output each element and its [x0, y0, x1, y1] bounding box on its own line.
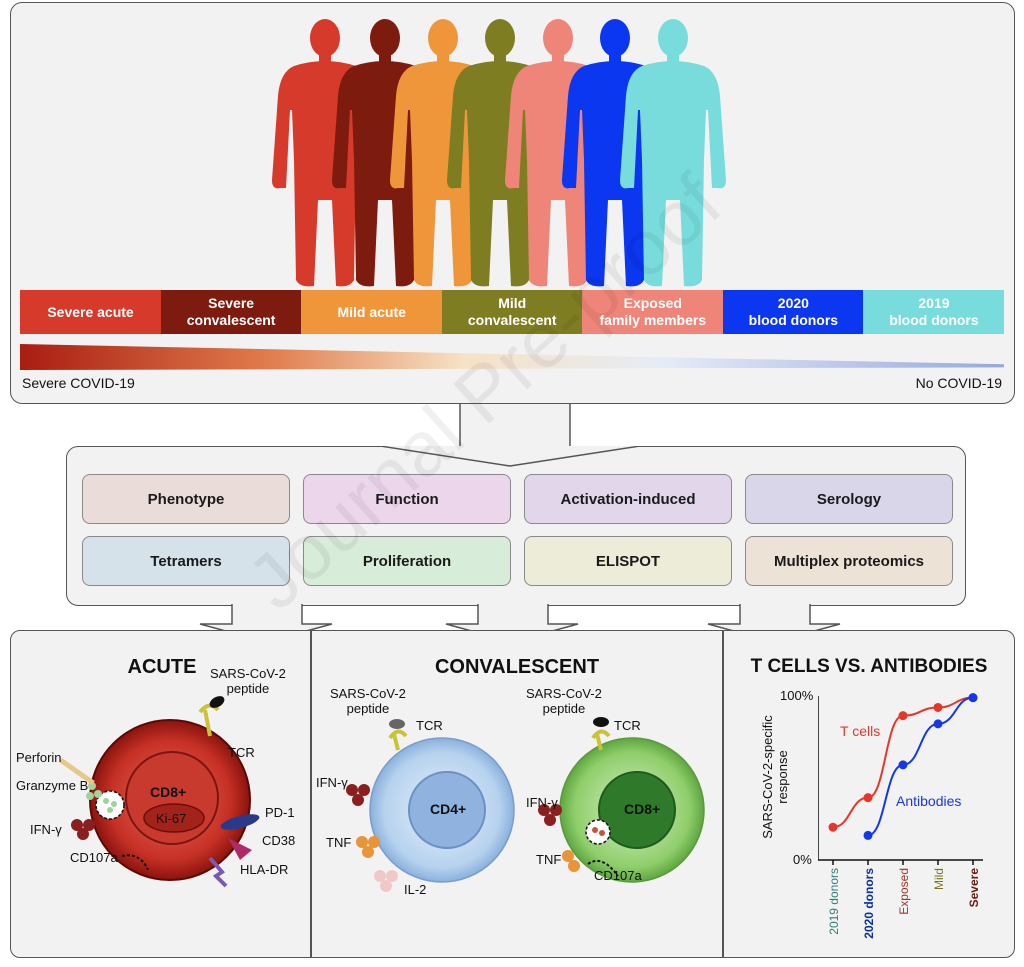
data-point — [968, 693, 978, 703]
series-label: T cells — [840, 723, 880, 739]
acute-title: ACUTE — [127, 656, 197, 678]
conv-cd4-tnf-label: TNF — [326, 835, 352, 850]
acute-cd8-cell — [59, 696, 260, 888]
conv-il2-label: IL-2 — [404, 882, 427, 897]
connector-arrow — [380, 446, 640, 467]
series-label: Antibodies — [896, 793, 961, 809]
gradient-right-label: No COVID-19 — [915, 375, 1002, 391]
conv-cd4-ifng-label: IFN-γ — [316, 775, 348, 790]
divider — [310, 631, 312, 957]
acute-perforin-label: Perforin — [16, 750, 62, 765]
conv-cd8-tnf-label: TNF — [536, 852, 562, 867]
convalescent-cells — [346, 717, 705, 892]
cd8-label: CD8+ — [624, 801, 661, 817]
x-tick-label: 2020 donors — [862, 868, 876, 939]
acute-cd8-label: CD8+ — [150, 784, 187, 800]
convalescent-title: CONVALESCENT — [434, 656, 600, 678]
gradient-left-label: Severe COVID-19 — [22, 375, 135, 391]
cohort-band: 2019 blood donors — [863, 290, 1005, 334]
data-point — [863, 793, 873, 803]
divider — [722, 631, 724, 957]
assay-box: Multiplex proteomics — [745, 536, 953, 586]
assay-box: Activation-induced — [524, 474, 732, 524]
ytick-100: 100% — [780, 688, 814, 703]
conv-cd4-tcr-label: TCR — [416, 718, 443, 733]
people-silhouettes — [272, 19, 726, 287]
tcells-antibodies-chart: 2019 donors 2020 donors Exposed Mild Severe T… — [818, 693, 983, 939]
data-point — [898, 711, 908, 721]
x-tick-label: 2019 donors — [827, 868, 841, 935]
acute-tcr-label: TCR — [228, 745, 255, 760]
cohort-band: Mild convalescent — [441, 290, 583, 334]
data-point — [933, 719, 943, 729]
acute-hladr-label: HLA-DR — [240, 862, 289, 877]
cohort-band: 2020 blood donors — [722, 290, 864, 334]
conv-cd8-peptide-label: SARS-CoV-2 peptide — [526, 686, 602, 716]
assay-box: Serology — [745, 474, 953, 524]
cohort-band: Exposed family members — [582, 290, 724, 334]
cohort-band: Severe acute — [20, 290, 162, 334]
data-point — [863, 830, 873, 840]
cohort-band: Mild acute — [301, 290, 443, 334]
chart-ylabel: SARS-CoV-2-specific response — [760, 715, 790, 839]
acute-ki67-label: Ki-67 — [156, 811, 187, 826]
series-line — [832, 696, 974, 829]
assay-box: ELISPOT — [524, 536, 732, 586]
acute-granzyme-label: Granzyme B — [16, 778, 89, 793]
cohort-band: Severe convalescent — [160, 290, 302, 334]
acute-pd1-label: PD-1 — [265, 805, 295, 820]
acute-cd38-label: CD38 — [262, 833, 296, 848]
x-tick-label: Severe — [967, 868, 981, 908]
x-tick-label: Exposed — [897, 868, 911, 915]
assay-box: Function — [303, 474, 511, 524]
data-point — [828, 822, 838, 832]
cd4-label: CD4+ — [430, 801, 467, 817]
acute-cd107a-label: CD107a — [70, 850, 118, 865]
series-line — [867, 696, 974, 837]
assay-box: Tetramers — [82, 536, 290, 586]
acute-peptide-label: SARS-CoV-2 peptide — [210, 666, 286, 696]
assay-box: Phenotype — [82, 474, 290, 524]
data-point — [898, 760, 908, 770]
assay-box: Proliferation — [303, 536, 511, 586]
conv-cd8-ifng-label: IFN-γ — [526, 795, 558, 810]
tcells-title: T CELLS VS. ANTIBODIES — [750, 656, 988, 677]
conv-cd8-tcr-label: TCR — [614, 718, 641, 733]
x-tick-label: Mild — [932, 868, 946, 890]
conv-cd4-peptide-label: SARS-CoV-2 peptide — [330, 686, 406, 716]
data-point — [933, 702, 943, 712]
conv-cd107a-label: CD107a — [594, 868, 642, 883]
ytick-0: 0% — [793, 852, 812, 867]
acute-ifng-label: IFN-γ — [30, 822, 62, 837]
